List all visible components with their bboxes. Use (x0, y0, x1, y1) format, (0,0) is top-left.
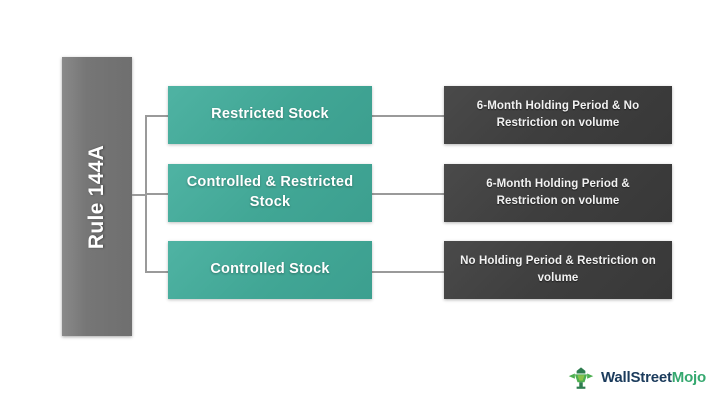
brand-watermark: WallStreetMojo (567, 363, 706, 391)
wallstreetmojo-bull-icon (568, 367, 594, 389)
detail-label-restricted-stock: 6-Month Holding Period & No Restriction … (476, 100, 640, 129)
category-box-controlled-stock: Controlled Stock (168, 241, 372, 299)
connector-link-controlled-stock-detail (372, 271, 445, 273)
detail-box-restricted-stock: 6-Month Holding Period & No Restriction … (444, 86, 672, 144)
category-box-restricted-stock: Restricted Stock (168, 86, 372, 144)
detail-box-controlled-restricted-stock: 6-Month Holding Period & Restriction on … (444, 164, 672, 222)
root-node-rule-144a: Rule 144A (62, 57, 132, 336)
root-node-label: Rule 144A (85, 144, 108, 249)
connector-branch-controlled-stock (145, 271, 169, 273)
category-label-controlled-restricted-stock: Controlled & Restricted Stock (186, 174, 354, 210)
brand-name-accent: Mojo (671, 368, 706, 386)
connector-root-stem (132, 194, 146, 196)
category-box-controlled-restricted-stock: Controlled & Restricted Stock (168, 164, 372, 222)
detail-label-controlled-stock: No Holding Period & Restriction on volum… (460, 255, 656, 284)
brand-name-primary: WallStreet (601, 368, 672, 386)
connector-link-restricted-stock-detail (372, 115, 445, 117)
detail-label-controlled-restricted-stock: 6-Month Holding Period & Restriction on … (486, 178, 630, 207)
connector-link-controlled-restricted-stock-detail (372, 193, 445, 195)
detail-box-controlled-stock: No Holding Period & Restriction on volum… (444, 241, 672, 299)
category-label-controlled-stock: Controlled Stock (210, 261, 330, 278)
connector-branch-controlled-restricted-stock (145, 193, 169, 195)
connector-branch-restricted-stock (145, 115, 169, 117)
category-label-restricted-stock: Restricted Stock (211, 106, 329, 123)
brand-name: WallStreetMojo (601, 369, 706, 386)
